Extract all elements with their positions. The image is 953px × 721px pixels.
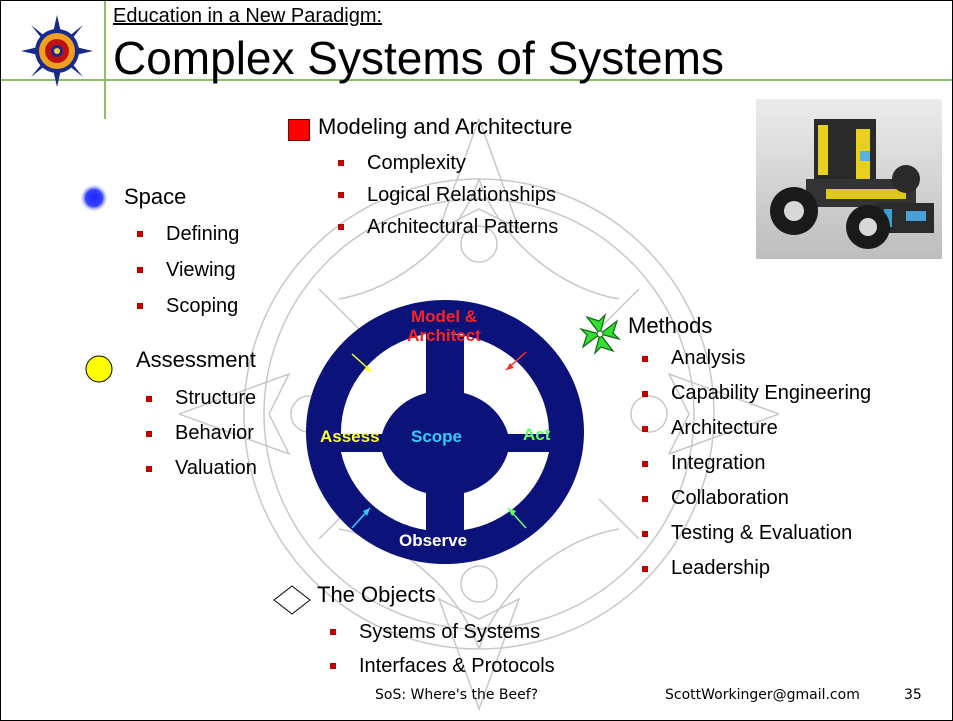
footer-title: SoS: Where's the Beef?: [375, 687, 539, 703]
slide-kicker: Education in a New Paradigm:: [113, 5, 383, 27]
green-pinwheel-icon: [579, 313, 621, 355]
list-item: Scoping: [134, 288, 239, 324]
list-item: Structure: [143, 381, 257, 416]
list-item: Systems of Systems: [327, 615, 555, 649]
list-item: Viewing: [134, 252, 239, 288]
red-square-icon: [288, 119, 310, 141]
list-item: Behavior: [143, 416, 257, 451]
list-item: Architectural Patterns: [335, 211, 558, 243]
wheel-label-scope: Scope: [411, 427, 463, 446]
blue-sphere-icon: [80, 184, 108, 212]
compass-rose-logo-icon: [21, 15, 93, 87]
wheel-label-architect: Architect: [407, 326, 481, 345]
list-item: Capability Engineering: [639, 376, 871, 411]
wheel-label-model: Model &: [410, 307, 478, 326]
list-item: Interfaces & Protocols: [327, 649, 555, 683]
list-item: Defining: [134, 216, 239, 252]
header-vertical-rule: [104, 1, 106, 119]
methods-section-title: Methods: [628, 313, 713, 338]
objects-section-title: The Objects: [317, 582, 436, 607]
list-item: Architecture: [639, 411, 871, 446]
modeling-list: Complexity Logical Relationships Archite…: [335, 147, 558, 243]
modeling-section-title: Modeling and Architecture: [318, 114, 573, 139]
lifecycle-wheel-diagram: [306, 300, 585, 564]
list-item: Testing & Evaluation: [639, 516, 871, 551]
list-item: Integration: [639, 446, 871, 481]
lego-robot-photo: [756, 99, 942, 259]
list-item: Collaboration: [639, 481, 871, 516]
yellow-circle-icon: [85, 355, 113, 383]
assessment-section-title: Assessment: [136, 347, 256, 372]
list-item: Complexity: [335, 147, 558, 179]
methods-list: Analysis Capability Engineering Architec…: [639, 341, 871, 586]
space-list: Defining Viewing Scoping: [134, 216, 239, 324]
footer-email: ScottWorkinger@gmail.com: [665, 687, 860, 703]
wheel-label-act: Act: [523, 425, 551, 444]
white-diamond-icon: [273, 585, 311, 615]
wheel-label-assess: Assess: [320, 427, 380, 446]
list-item: Valuation: [143, 451, 257, 486]
list-item: Analysis: [639, 341, 871, 376]
page-number: 35: [904, 687, 922, 703]
space-section-title: Space: [124, 184, 187, 209]
assessment-list: Structure Behavior Valuation: [143, 381, 257, 486]
header-horizontal-rule: [1, 79, 952, 81]
list-item: Logical Relationships: [335, 179, 558, 211]
objects-list: Systems of Systems Interfaces & Protocol…: [327, 615, 555, 683]
list-item: Leadership: [639, 551, 871, 586]
wheel-body: [306, 300, 585, 564]
wheel-label-model-architect: Model & Architect: [374, 307, 514, 345]
wheel-label-observe: Observe: [399, 531, 468, 550]
slide-title: Complex Systems of Systems: [113, 32, 724, 84]
